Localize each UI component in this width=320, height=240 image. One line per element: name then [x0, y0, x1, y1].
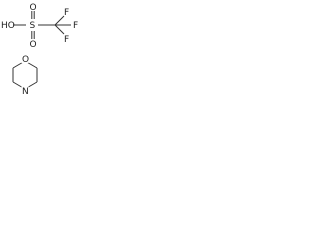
atom-morpholine-oxygen: O: [22, 55, 29, 65]
bond-c-f-top: [54, 15, 65, 26]
oxygen-label-bg: [21, 54, 29, 63]
atom-oxygen-bottom: O: [30, 40, 37, 50]
atom-fluorine-top: F: [64, 8, 69, 18]
atom-sulfur: S: [30, 21, 36, 31]
bond-c-f-bottom: [54, 24, 65, 35]
atom-oxygen-top: O: [30, 3, 37, 13]
atom-morpholine-nitrogen: N: [22, 87, 29, 97]
morpholine: O N: [12, 54, 38, 97]
atom-hydroxyl: HO: [1, 21, 15, 31]
structure-diagram: HO S O O F F F O N: [1, 3, 78, 97]
atom-fluorine-right: F: [73, 21, 78, 31]
atom-fluorine-bottom: F: [64, 35, 69, 45]
nitrogen-label-bg: [21, 85, 29, 95]
triflic-acid: HO S O O F F F: [1, 3, 78, 50]
